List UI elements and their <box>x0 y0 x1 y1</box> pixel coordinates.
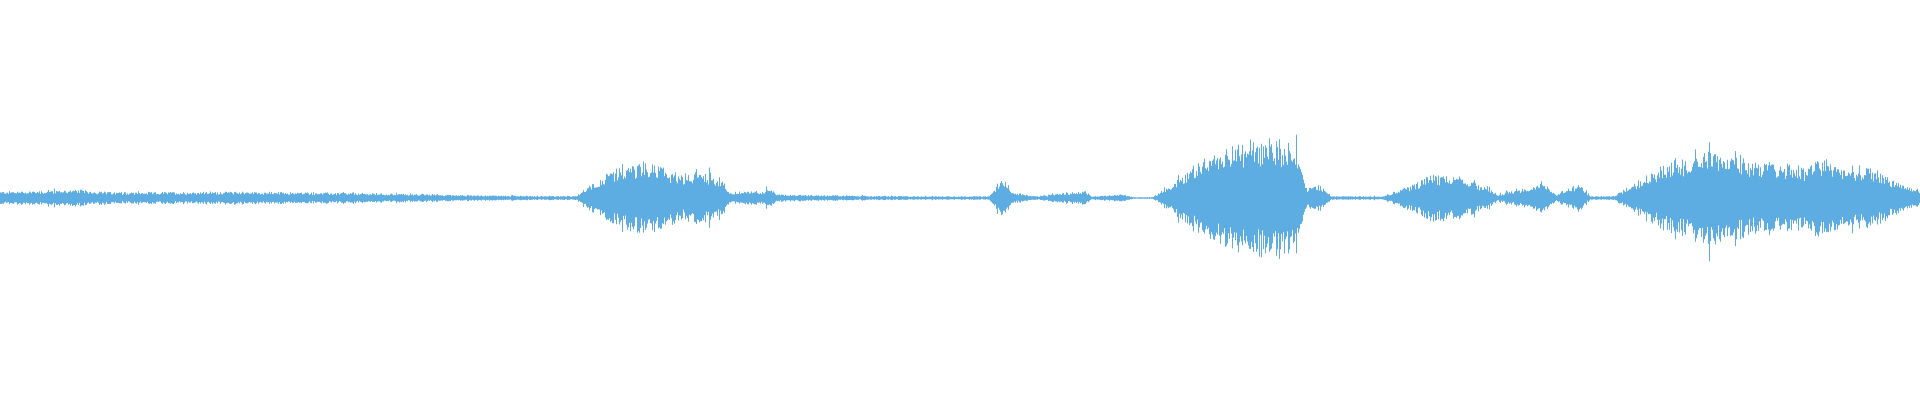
waveform-samples <box>0 134 1920 262</box>
